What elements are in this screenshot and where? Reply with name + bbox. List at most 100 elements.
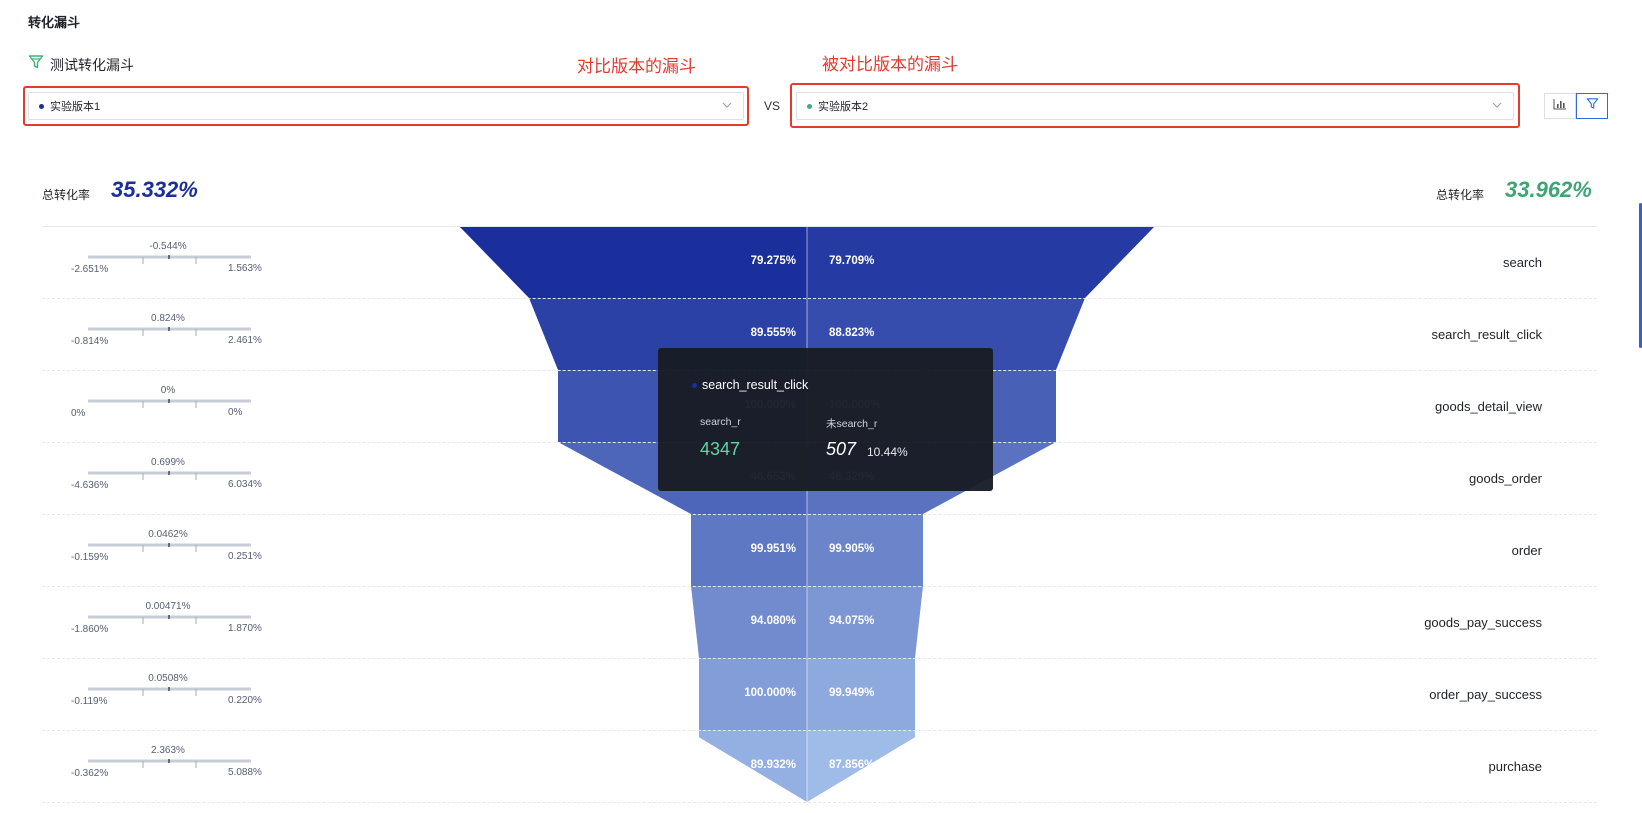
stage-label: order [1511,543,1542,558]
version-left-dot [39,103,44,109]
diff-center-value: 0.0508% [148,673,188,684]
diff-min-value: 0% [71,408,86,419]
diff-max-value: 0.251% [228,551,262,562]
tooltip-series-dot [692,383,697,388]
stage-rate-left: 89.932% [750,759,796,771]
stage-rate-left: 94.080% [750,615,796,627]
funnel-view-button[interactable] [1576,93,1608,119]
funnel-icon [28,54,44,75]
section-title: 转化漏斗 [28,15,81,30]
stage-label: search [1502,255,1542,270]
funnel-segment-left[interactable] [691,586,807,658]
stage-label: search_result_click [1431,327,1542,342]
tooltip-right-value: 507 [826,439,857,459]
total-rate-value-left: 35.332% [111,177,198,202]
diff-range-bar [88,471,251,480]
stage-rate-left: 89.555% [750,327,796,339]
row-divider [42,586,1597,587]
diff-max-value: 0.220% [228,695,262,706]
funnel-segment-right[interactable] [807,658,915,730]
diff-min-value: -1.860% [71,624,109,635]
funnel-title-bar: 测试转化漏斗 [28,54,134,75]
row-divider [42,298,1597,299]
tooltip-left-label: search_r [700,416,741,428]
stage-rate-right: 94.075% [829,615,875,627]
scrollbar-thumb[interactable] [1639,203,1642,348]
diff-max-value: 1.870% [228,623,262,634]
diff-range-bar [88,759,251,768]
bar-chart-view-button[interactable] [1544,93,1576,119]
row-divider [42,514,1597,515]
total-rate-value-right: 33.962% [1505,177,1592,202]
annotation-compared-funnel: 被对比版本的漏斗 [822,55,958,74]
diff-center-value: 0.0462% [148,529,188,540]
row-divider [42,802,1597,803]
diff-max-value: 6.034% [228,479,262,490]
diff-range-bar [88,543,251,552]
diff-center-value: 0% [160,385,176,396]
bar-chart-icon [1553,97,1567,115]
version-right-dot [807,103,812,109]
tooltip-title: search_result_click [702,378,809,392]
diff-min-value: -0.362% [71,768,109,779]
funnel-segment-left[interactable] [459,226,807,298]
diff-min-value: -0.159% [71,552,109,563]
stage-rate-right: 99.905% [829,543,875,555]
diff-range-bar [88,399,251,408]
stage-label: order_pay_success [1429,687,1542,702]
diff-center-value: 0.699% [151,457,185,468]
row-divider [42,658,1597,659]
stage-rate-left: 99.951% [750,543,796,555]
annotation-box-right [790,83,1520,128]
version-select-left[interactable]: 实验版本1 [28,92,744,120]
total-rate-label-right: 总转化率 [1436,188,1485,202]
stage-rate-right: 99.949% [829,687,875,699]
funnel-segment-right[interactable] [807,730,915,802]
diff-min-value: -0.814% [71,336,109,347]
funnel-icon [1586,97,1599,115]
diff-min-value: -0.119% [71,696,108,707]
stage-rate-right: 88.823% [829,327,875,339]
diff-max-value: 2.461% [228,335,262,346]
diff-center-value: 0.824% [151,313,185,324]
funnel-segment-left[interactable] [691,514,807,586]
diff-min-value: -2.651% [71,264,109,275]
funnel-segment-left[interactable] [699,658,807,730]
diff-max-value: 0% [228,407,243,418]
stage-label: goods_order [1469,471,1542,486]
diff-max-value: 1.563% [228,263,262,274]
diff-min-value: -4.636% [71,480,109,491]
chart-top-divider [42,226,1597,227]
funnel-segment-right[interactable] [807,586,923,658]
funnel-segment-right[interactable] [807,514,923,586]
diff-center-value: 2.363% [151,745,185,756]
tooltip-right-percent: 10.44% [867,445,908,459]
stage-rate-right: 79.709% [829,255,875,267]
diff-max-value: 5.088% [228,767,262,778]
annotation-compare-funnel: 对比版本的漏斗 [577,57,696,76]
funnel-segment-right[interactable] [807,226,1155,298]
stage-label: goods_detail_view [1435,399,1542,414]
diff-range-bar [88,255,251,264]
diff-range-bar [88,615,251,624]
version-select-right[interactable]: 实验版本2 [796,92,1514,120]
stage-rate-right: 87.856% [829,759,875,771]
stage-label: goods_pay_success [1424,615,1542,630]
total-rate-label-left: 总转化率 [42,188,91,202]
version-left-value: 实验版本1 [50,101,101,113]
chevron-down-icon [1491,99,1503,114]
diff-center-value: 0.00471% [145,601,191,612]
stage-label: purchase [1488,759,1542,774]
funnel-segment-left[interactable] [699,730,807,802]
tooltip-right-label: 未search_r [826,418,878,430]
tooltip: search_result_click search_r 4347 未searc… [658,348,993,491]
chevron-down-icon [721,99,733,114]
diff-range-bar [88,327,251,336]
diff-range-bar [88,687,251,696]
row-divider [42,730,1597,731]
vs-label: VS [764,99,781,113]
diff-center-value: -0.544% [149,241,187,252]
version-right-value: 实验版本2 [818,101,869,113]
annotation-box-left [23,86,749,126]
